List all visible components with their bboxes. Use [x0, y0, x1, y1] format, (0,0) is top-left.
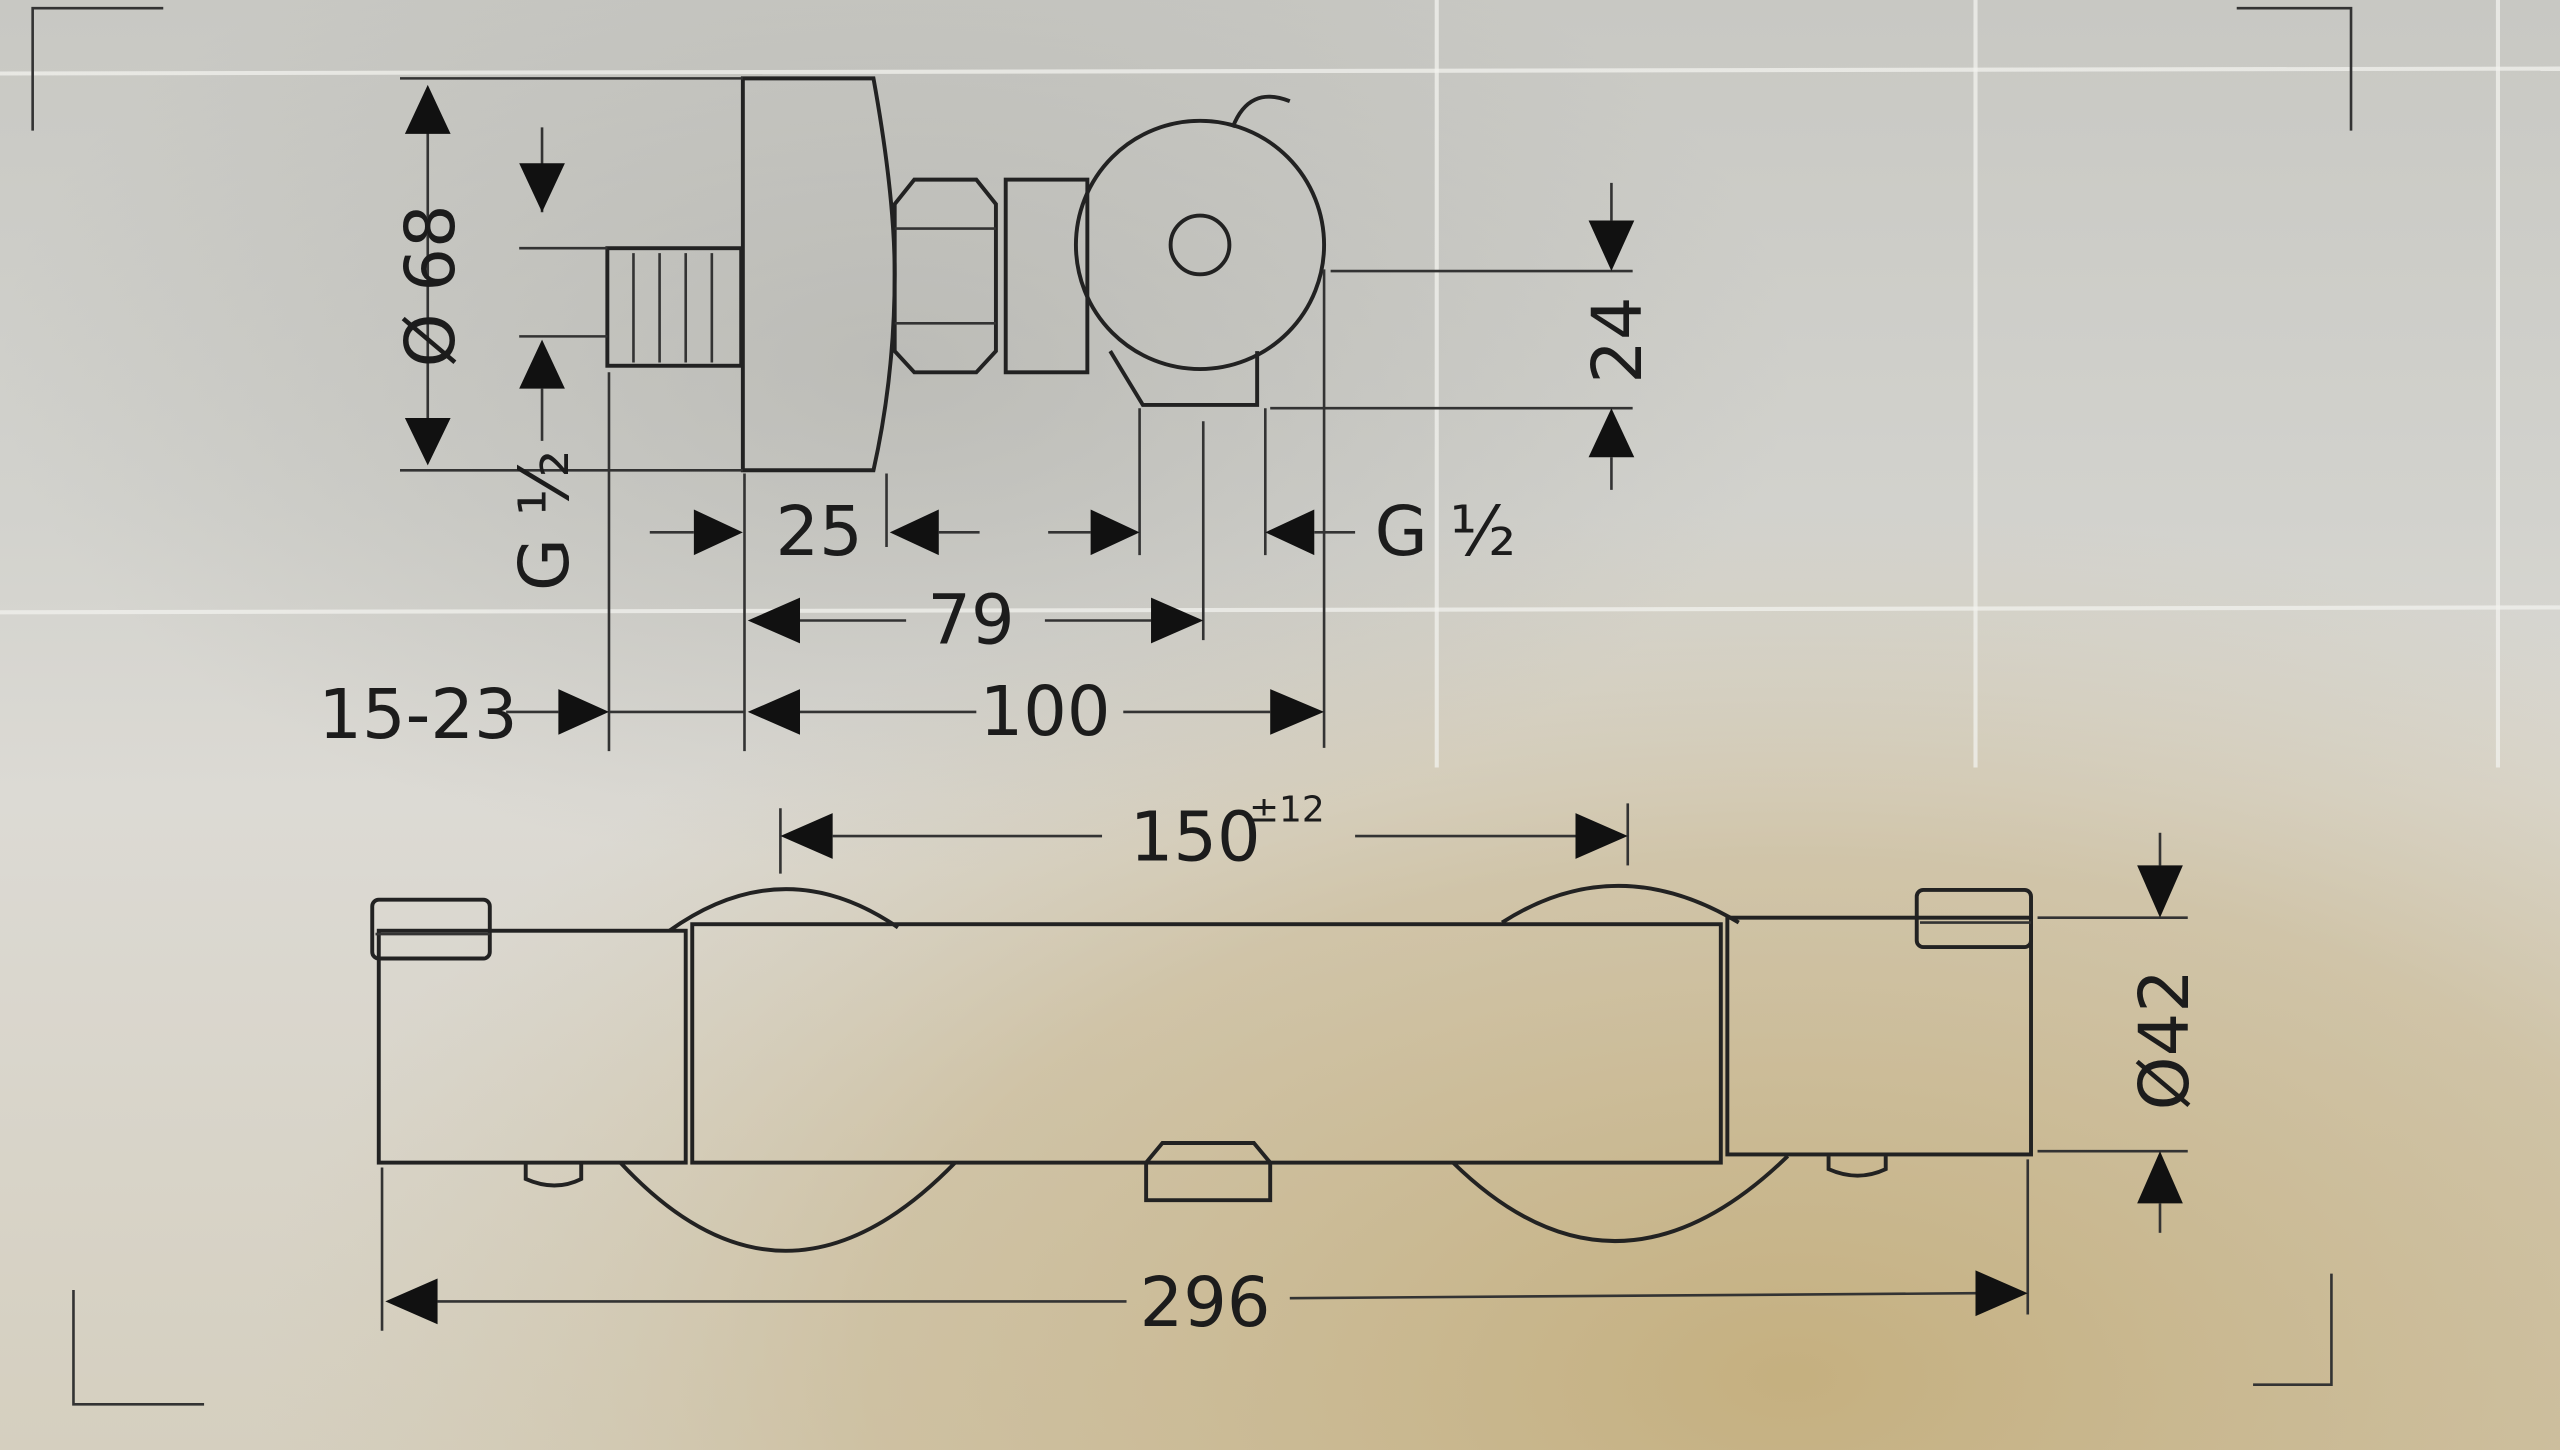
right-thread-label: G ½	[1375, 492, 1516, 572]
top-view-dimensions: Ø 68 G ½ 25 G ½ 79 100 15-23	[318, 77, 1658, 755]
spacing-tolerance-label: ±12	[1249, 789, 1325, 830]
background-grid	[0, 0, 2560, 768]
left-thread-label: G ½	[505, 450, 585, 591]
dim-79-label: 79	[927, 580, 1014, 660]
length-296-label: 296	[1140, 1263, 1271, 1343]
top-view	[605, 76, 1327, 473]
dim-24-label: 24	[1578, 296, 1658, 383]
spacing-150-label: 150	[1130, 798, 1261, 878]
front-view	[370, 884, 2033, 1253]
diameter-68-label: Ø 68	[391, 204, 471, 367]
corner-marks	[31, 6, 2353, 1406]
dim-100-label: 100	[980, 672, 1111, 752]
dim-25-label: 25	[776, 492, 863, 572]
diameter-42-label: Ø42	[2125, 969, 2205, 1110]
front-view-dimensions: 150 ±12 Ø42 296	[380, 789, 2205, 1343]
dim-15-23-label: 15-23	[318, 675, 517, 755]
